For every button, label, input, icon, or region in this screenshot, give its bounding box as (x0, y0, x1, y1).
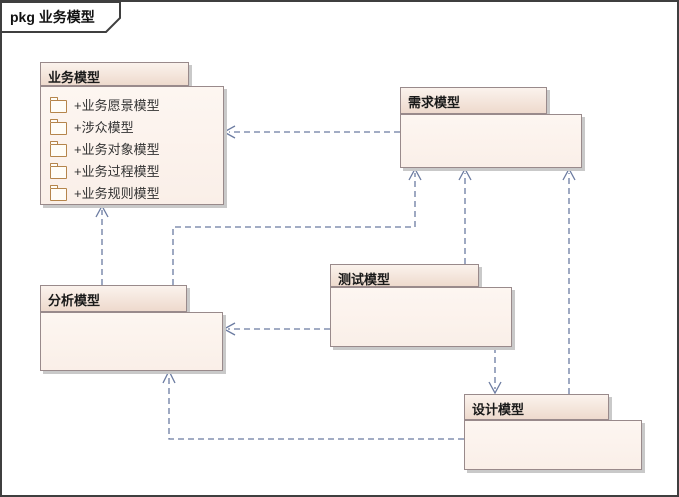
package-tab-test[interactable]: 测试模型 (330, 264, 479, 287)
folder-icon (50, 162, 67, 179)
dependency-connector-test-to-design[interactable] (488, 347, 502, 395)
package-tab-design[interactable]: 设计模型 (464, 394, 609, 420)
package-title: 需求模型 (408, 95, 461, 110)
package-element[interactable]: +业务过程模型 (41, 159, 223, 181)
package-body-test[interactable] (330, 287, 512, 347)
dependency-connector-test-to-requirements[interactable] (458, 167, 472, 264)
dependency-connector-analysis-to-business[interactable] (95, 204, 109, 285)
package-element[interactable]: +涉众模型 (41, 115, 223, 137)
diagram-frame-tab: pkg 业务模型 (2, 2, 132, 36)
folder-icon (50, 140, 67, 157)
dependency-connector-design-to-analysis[interactable] (162, 369, 464, 440)
package-element-list: +业务愿景模型 +涉众模型 +业务对象模型 +业务过程模型 +业务规则模型 (41, 87, 223, 203)
package-title: 测试模型 (338, 272, 391, 287)
folder-icon (50, 184, 67, 201)
package-tab-analysis[interactable]: 分析模型 (40, 285, 187, 312)
dependency-connector-design-to-requirements[interactable] (562, 167, 576, 394)
package-body-business[interactable]: +业务愿景模型 +涉众模型 +业务对象模型 +业务过程模型 +业务规则模型 (40, 86, 224, 205)
package-body-requirements[interactable] (400, 114, 582, 168)
package-element[interactable]: +业务规则模型 (41, 181, 223, 203)
package-element-label: +业务愿景模型 (74, 97, 160, 113)
dependency-connector-requirements-to-business[interactable] (222, 125, 400, 139)
package-title: 设计模型 (472, 402, 525, 417)
package-title: 业务模型 (48, 70, 101, 85)
package-element[interactable]: +业务对象模型 (41, 137, 223, 159)
package-element-label: +业务过程模型 (74, 163, 160, 179)
package-title: 分析模型 (48, 293, 101, 308)
package-element-label: +业务规则模型 (74, 185, 160, 201)
package-body-analysis[interactable] (40, 312, 223, 371)
frame-tab-shape (2, 2, 121, 33)
package-element[interactable]: +业务愿景模型 (41, 93, 223, 115)
package-tab-business[interactable]: 业务模型 (40, 62, 189, 86)
package-body-design[interactable] (464, 420, 642, 470)
package-tab-requirements[interactable]: 需求模型 (400, 87, 547, 114)
folder-icon (50, 118, 67, 135)
package-element-label: +业务对象模型 (74, 141, 160, 157)
package-element-label: +涉众模型 (74, 119, 134, 135)
folder-icon (50, 96, 67, 113)
diagram-title: pkg 业务模型 (10, 9, 95, 25)
dependency-connector-test-to-analysis[interactable] (222, 322, 330, 336)
